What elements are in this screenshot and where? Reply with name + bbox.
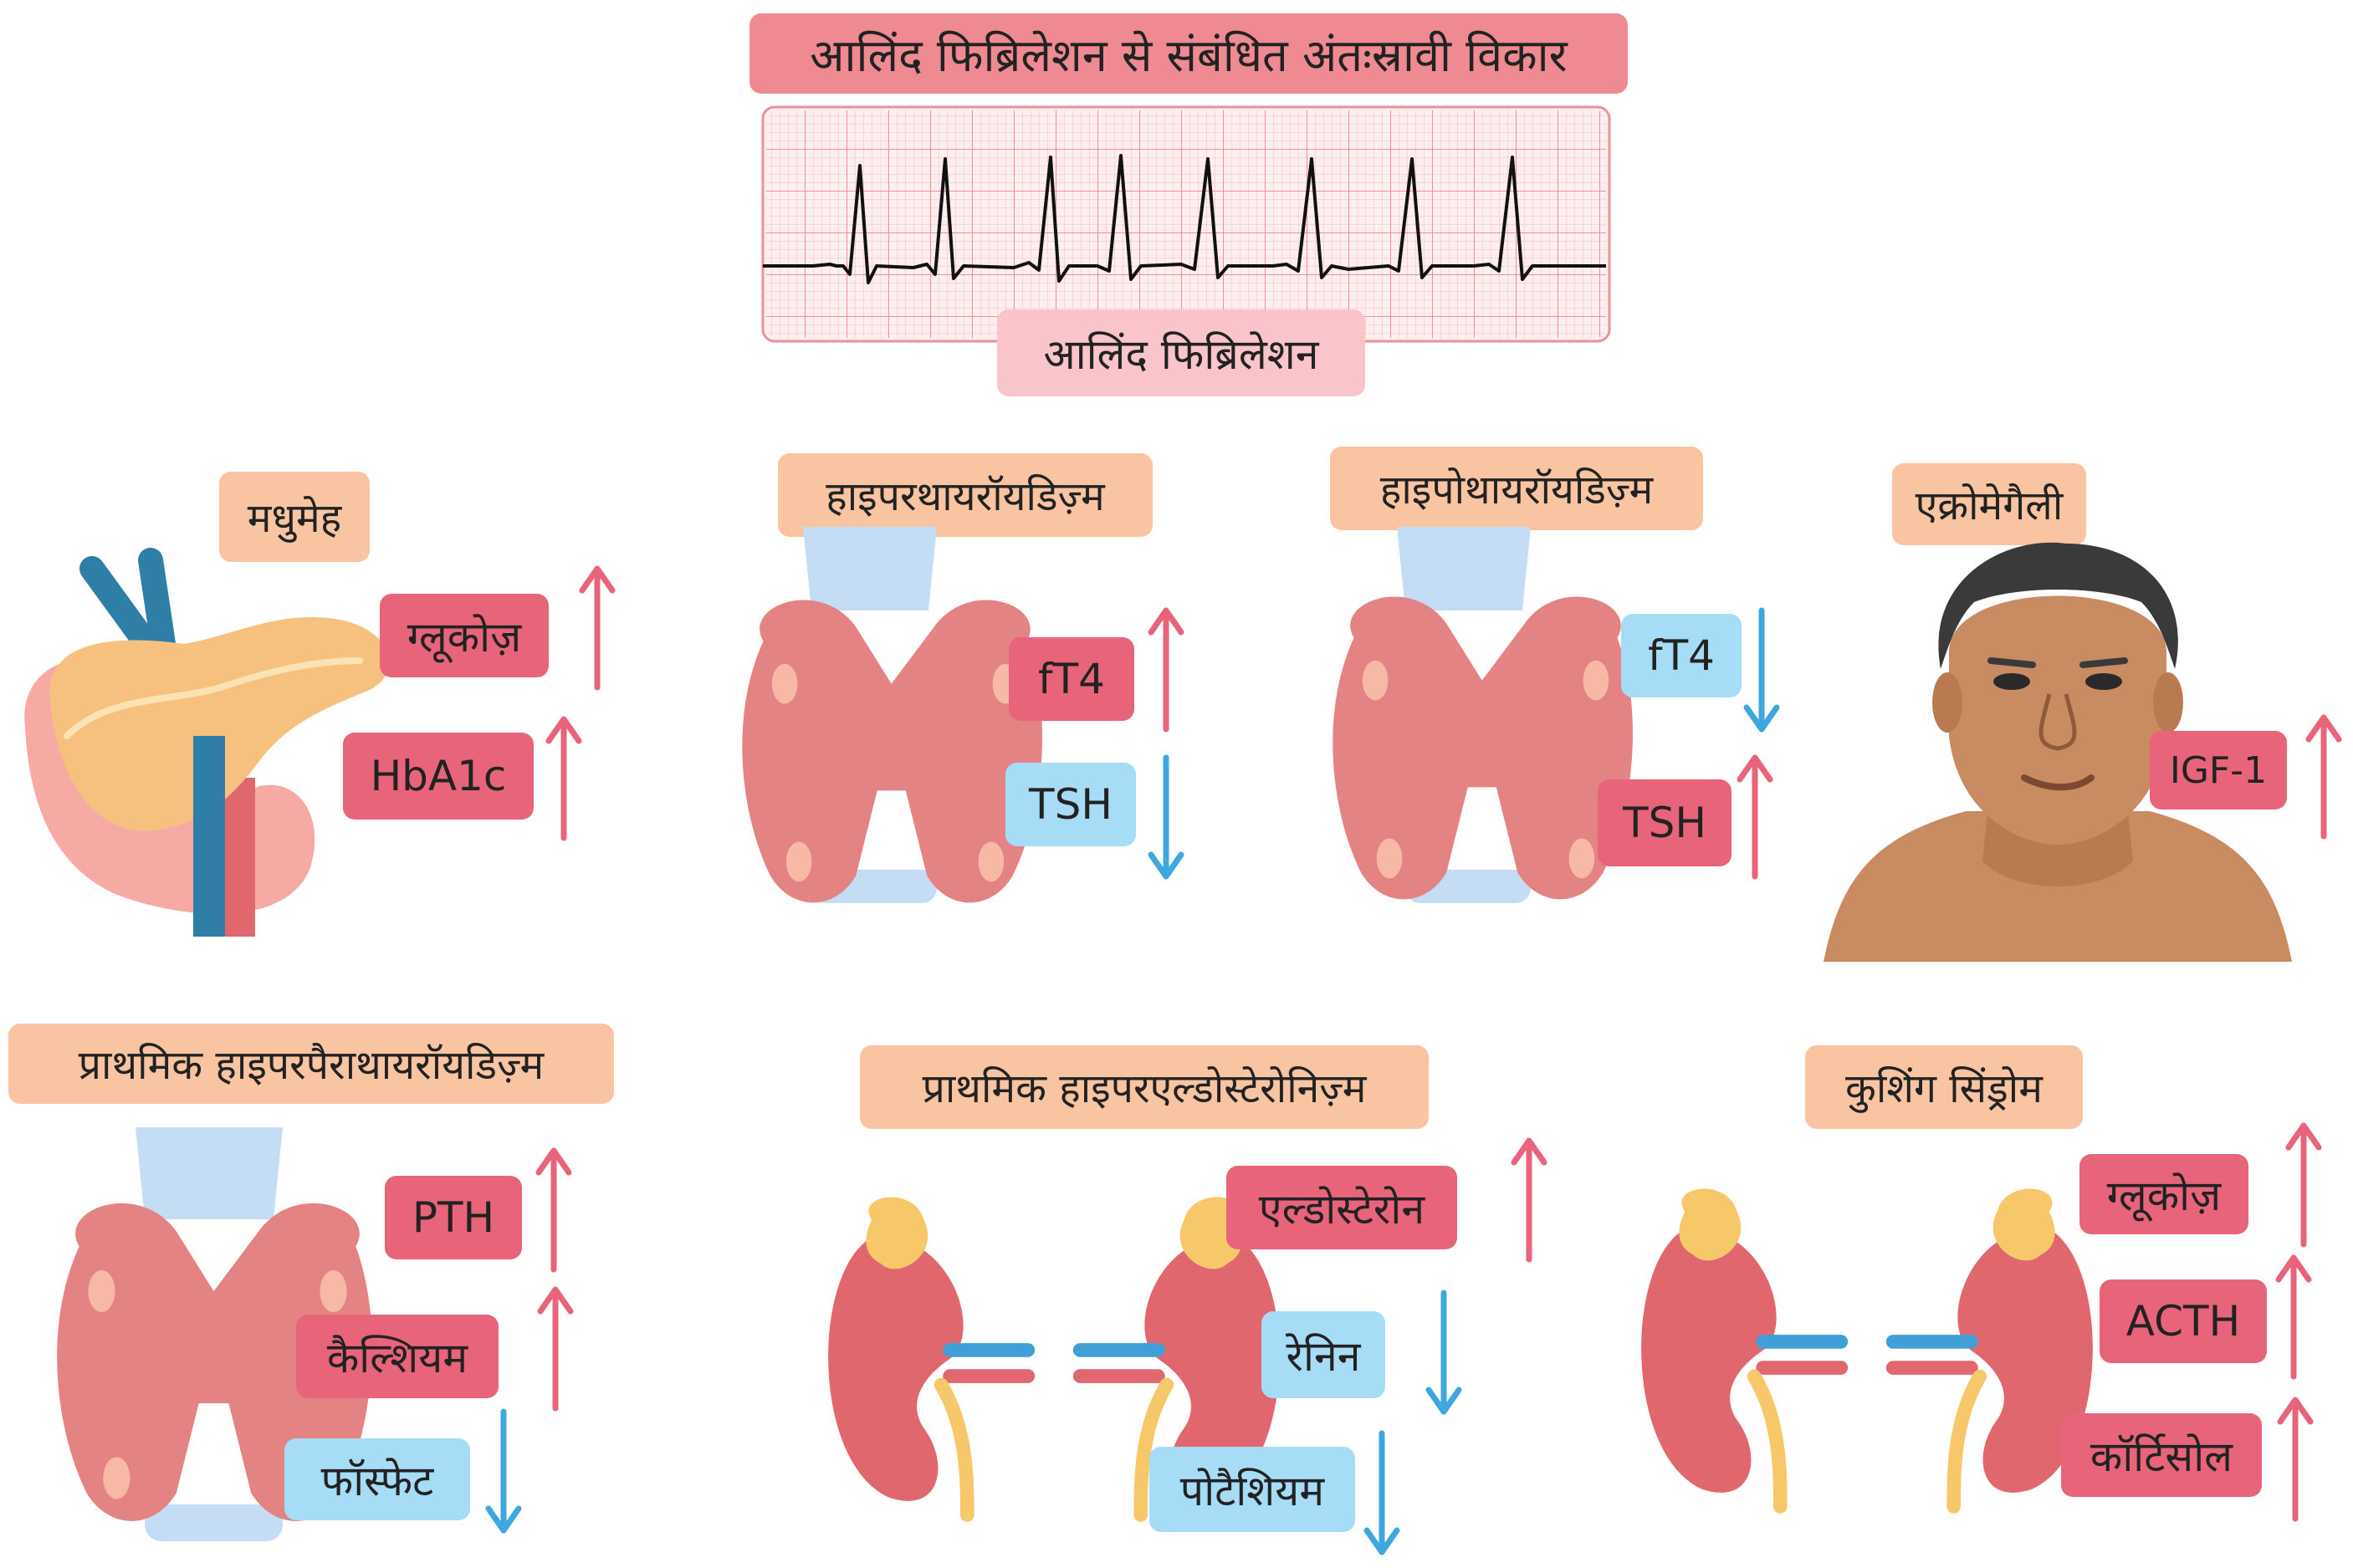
acromegaly-portrait xyxy=(1824,542,2292,962)
ecg-strip xyxy=(761,105,1611,343)
parathyroid-pth-up-arrow xyxy=(537,1144,570,1271)
parathyroid-pth-label: PTH xyxy=(385,1176,522,1259)
hyperparathyroidism-title: प्राथमिक हाइपरपैराथायरॉयडिज़्म xyxy=(8,1024,614,1104)
cushing-glucose-label: ग्लूकोज़ xyxy=(2079,1154,2248,1234)
diabetes-hba1c-label: HbA1c xyxy=(343,733,534,820)
aldosteronism-potassium-down-arrow xyxy=(1365,1433,1399,1560)
hyperthyroidism-title: हाइपरथायरॉयडिज़्म xyxy=(778,453,1153,537)
hyperthyroid-ft4-label: fT4 xyxy=(1009,637,1134,721)
aldosteronism-aldosterone-label: एल्डोस्टेरोन xyxy=(1226,1166,1457,1249)
diabetes-glucose-up-arrow xyxy=(581,562,614,689)
acromegaly-title: एक्रोमेगैली xyxy=(1892,463,2086,545)
cushing-cortisol-label: कॉर्टिसोल xyxy=(2061,1413,2262,1497)
aldosteronism-aldosterone-up-arrow xyxy=(1512,1134,1546,1261)
hyperthyroid-gland xyxy=(742,600,1043,903)
parathyroid-phosphate-down-arrow xyxy=(487,1412,520,1539)
diabetes-glucose-label: ग्लूकोज़ xyxy=(380,594,549,677)
hypothyroidism-title: हाइपोथायरॉयडिज़्म xyxy=(1330,447,1703,530)
cushing-acth-label: ACTH xyxy=(2100,1279,2267,1363)
hyperaldosteronism-title: प्राथमिक हाइपरएल्डोस्टेरोनिज़्म xyxy=(860,1045,1429,1129)
parathyroid-calcium-label: कैल्शियम xyxy=(296,1315,499,1398)
diabetes-hba1c-up-arrow xyxy=(547,712,581,840)
hyperthyroid-tsh-label: TSH xyxy=(1005,763,1136,846)
cushing-glucose-up-arrow xyxy=(2287,1119,2320,1246)
cushing-acth-up-arrow xyxy=(2277,1251,2310,1378)
diabetes-title: मधुमेह xyxy=(219,472,370,562)
hypothyroid-tsh-up-arrow xyxy=(1738,751,1772,878)
hyperthyroid-ft4-up-arrow xyxy=(1149,604,1183,731)
hypothyroid-ft4-down-arrow xyxy=(1745,610,1778,738)
cushing-title: कुशिंग सिंड्रोम xyxy=(1805,1045,2083,1129)
ecg-label: आलिंद फिब्रिलेशन xyxy=(997,309,1365,396)
page-title: आलिंद फिब्रिलेशन से संबंधित अंतःस्रावी व… xyxy=(749,13,1628,94)
hypothyroid-tsh-label: TSH xyxy=(1598,779,1732,866)
aldosteronism-renin-down-arrow xyxy=(1427,1293,1460,1420)
hyperthyroid-tsh-down-arrow xyxy=(1149,758,1183,885)
hypothyroid-ft4-label: fT4 xyxy=(1621,614,1742,697)
pancreas-illustration xyxy=(24,548,390,937)
aldosteronism-potassium-label: पोटैशियम xyxy=(1149,1447,1355,1532)
parathyroid-calcium-up-arrow xyxy=(539,1283,572,1410)
cushing-kidneys xyxy=(1633,1187,2101,1522)
acromegaly-igf1-up-arrow xyxy=(2307,711,2340,838)
parathyroid-trachea xyxy=(136,1127,283,1541)
cushing-cortisol-up-arrow xyxy=(2279,1393,2312,1520)
parathyroid-phosphate-label: फॉस्फेट xyxy=(284,1438,470,1520)
acromegaly-igf1-label: IGF-1 xyxy=(2150,731,2287,810)
aldosteronism-renin-label: रेनिन xyxy=(1261,1311,1385,1398)
